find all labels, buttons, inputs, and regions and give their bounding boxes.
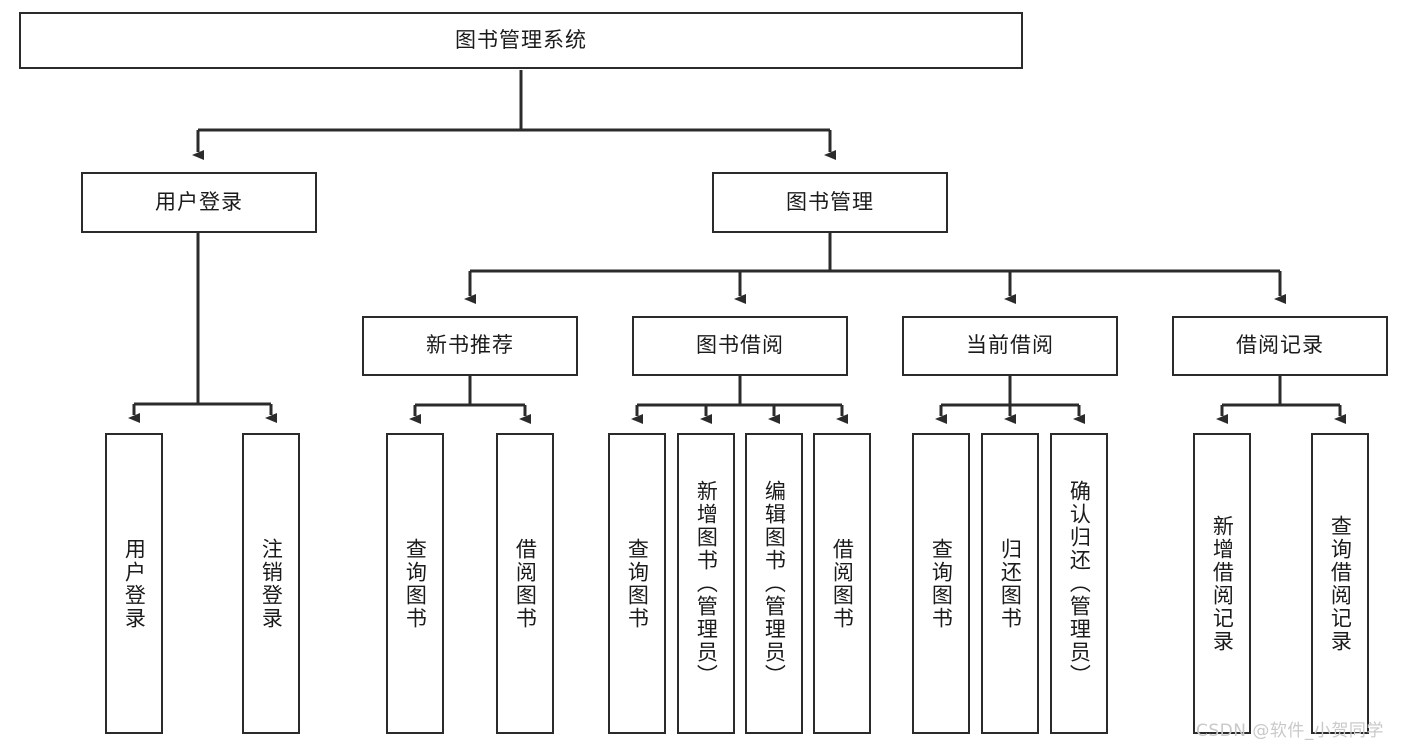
node-book-borrow-label: 图书借阅 <box>696 333 784 358</box>
leaf-borrow-borrow-book[interactable]: 借阅图书 <box>813 433 871 734</box>
leaf-current-confirm-return-label: 确认归还（管理员） <box>1067 480 1092 687</box>
node-book-borrow[interactable]: 图书借阅 <box>632 316 848 376</box>
leaf-newbook-query-book[interactable]: 查询图书 <box>386 433 444 734</box>
leaf-user-login-label: 用户登录 <box>122 537 147 630</box>
node-current-borrow[interactable]: 当前借阅 <box>902 316 1118 376</box>
leaf-current-query-book-label: 查询图书 <box>929 537 954 630</box>
leaf-record-query-label: 查询借阅记录 <box>1328 514 1353 653</box>
leaf-borrow-query-book-label: 查询图书 <box>625 537 650 630</box>
leaf-user-login[interactable]: 用户登录 <box>105 433 163 734</box>
leaf-newbook-query-book-label: 查询图书 <box>403 537 428 630</box>
leaf-current-return-book[interactable]: 归还图书 <box>981 433 1039 734</box>
node-new-book-recommend-label: 新书推荐 <box>426 333 514 358</box>
node-current-borrow-label: 当前借阅 <box>966 333 1054 358</box>
node-book-manage[interactable]: 图书管理 <box>712 172 948 233</box>
leaf-record-query[interactable]: 查询借阅记录 <box>1311 433 1369 734</box>
node-borrow-record-label: 借阅记录 <box>1236 333 1324 358</box>
leaf-logout-label: 注销登录 <box>259 537 284 630</box>
node-root-label: 图书管理系统 <box>455 27 587 52</box>
leaf-current-return-book-label: 归还图书 <box>998 537 1023 630</box>
leaf-borrow-add-book[interactable]: 新增图书（管理员） <box>677 433 735 734</box>
leaf-newbook-borrow-book-label: 借阅图书 <box>513 537 538 630</box>
node-new-book-recommend[interactable]: 新书推荐 <box>362 316 578 376</box>
node-user-login-label: 用户登录 <box>155 189 243 214</box>
leaf-borrow-add-book-label: 新增图书（管理员） <box>694 480 719 687</box>
leaf-borrow-borrow-book-label: 借阅图书 <box>830 537 855 630</box>
leaf-record-add[interactable]: 新增借阅记录 <box>1193 433 1251 734</box>
node-user-login[interactable]: 用户登录 <box>81 172 317 233</box>
leaf-current-confirm-return[interactable]: 确认归还（管理员） <box>1050 433 1108 734</box>
leaf-record-add-label: 新增借阅记录 <box>1210 514 1235 653</box>
node-root[interactable]: 图书管理系统 <box>19 12 1023 69</box>
csdn-watermark: CSDN @软件_小贺同学 <box>1196 721 1384 741</box>
leaf-newbook-borrow-book[interactable]: 借阅图书 <box>496 433 554 734</box>
node-borrow-record[interactable]: 借阅记录 <box>1172 316 1388 376</box>
leaf-borrow-query-book[interactable]: 查询图书 <box>608 433 666 734</box>
leaf-current-query-book[interactable]: 查询图书 <box>912 433 970 734</box>
node-book-manage-label: 图书管理 <box>786 189 874 214</box>
leaf-borrow-edit-book-label: 编辑图书（管理员） <box>762 480 787 687</box>
leaf-borrow-edit-book[interactable]: 编辑图书（管理员） <box>745 433 803 734</box>
leaf-logout[interactable]: 注销登录 <box>242 433 300 734</box>
